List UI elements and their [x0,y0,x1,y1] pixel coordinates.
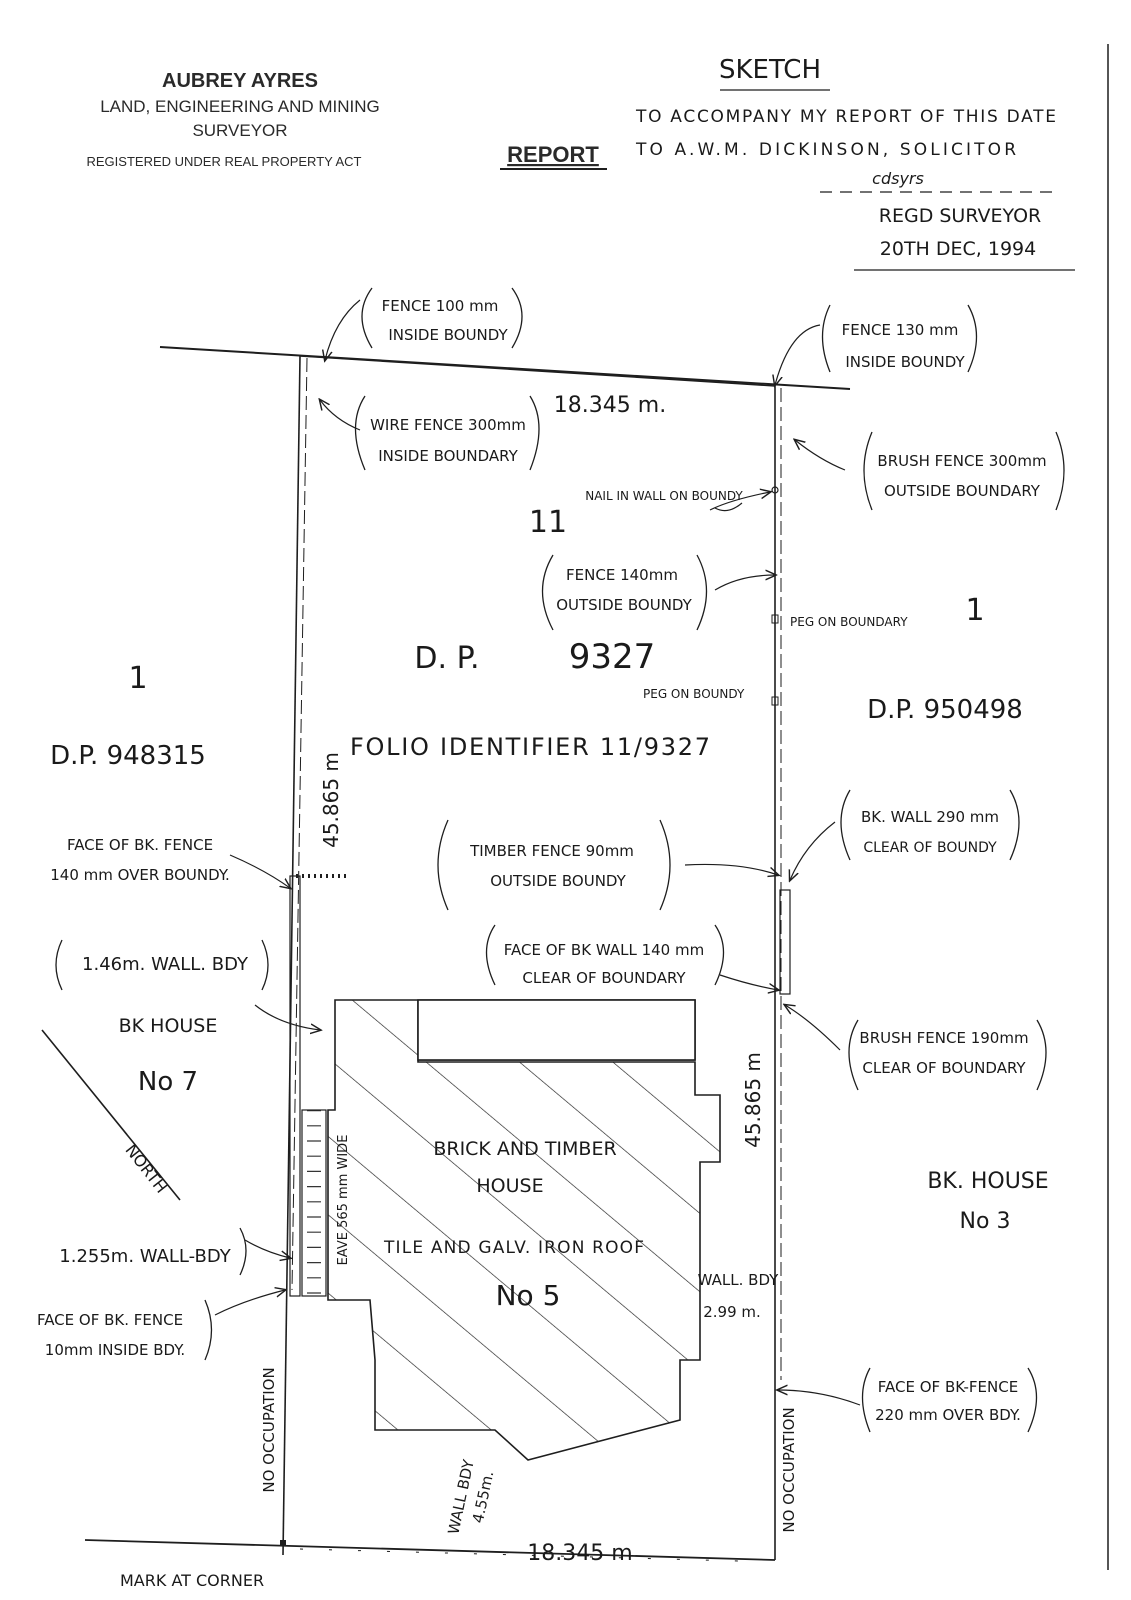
note-wire-fence-l1: WIRE FENCE 300mm [370,416,526,434]
no-occupation-right: NO OCCUPATION [780,1407,798,1532]
left-house-line-2: No 7 [138,1067,198,1097]
leader-arrows [214,299,861,1406]
mark-at-corner: MARK AT CORNER [120,1571,264,1590]
peg-mark-2 [771,696,779,706]
note-wall-1255: 1.255m. WALL-BDY [59,1246,231,1267]
north-line [41,1029,181,1201]
dp-number: 9327 [569,637,656,677]
bottom-dashed [299,1548,741,1562]
house-line-1: BRICK AND TIMBER [433,1138,616,1160]
note-fence-140-l2: OUTSIDE BOUNDY [556,596,692,614]
profession-line-2: SURVEYOR [192,121,287,140]
signer-title: REGD SURVEYOR [879,205,1041,227]
sketch-line-1: TO ACCOMPANY MY REPORT OF THIS DATE [635,107,1056,127]
note-bk-wall-290-l2: CLEAR OF BOUNDY [863,840,997,856]
north-label: NORTH [122,1141,172,1197]
company-name: AUBREY AYRES [162,70,318,92]
house-number: No 5 [496,1279,561,1312]
note-wall-bdy-299-l1: WALL. BDY [698,1271,780,1289]
note-wall-bdy-299-l2: 2.99 m. [703,1303,761,1321]
wall-bdy-bottom-1: WALL BDY [444,1457,478,1536]
left-dp: D.P. 948315 [50,741,206,771]
note-brush-300-l1: BRUSH FENCE 300mm [877,452,1046,470]
note-face-bk-fence-l1: FACE OF BK. FENCE [67,836,213,854]
note-peg-boundy: PEG ON BOUNDY [643,687,745,701]
folio-identifier: FOLIO IDENTIFIER 11/9327 [350,733,710,761]
note-timber-fence-l1: TIMBER FENCE 90mm [469,842,634,860]
profession-line-1: LAND, ENGINEERING AND MINING [100,97,380,116]
note-timber-fence-l2: OUTSIDE BOUNDY [490,872,626,890]
note-wire-fence-l2: INSIDE BOUNDARY [378,447,518,465]
note-face-bk-fence-inside-l2: 10mm INSIDE BDY. [45,1341,185,1359]
right-brick-wall [779,889,791,995]
left-house-line-1: BK HOUSE [119,1015,218,1037]
right-house-line-1: BK. HOUSE [927,1169,1048,1194]
note-fence-140-l1: FENCE 140mm [566,566,678,584]
fence-left [291,357,308,1291]
street-line-top [159,346,851,390]
eave-label: EAVE 565 mm WIDE [336,1135,351,1266]
note-face-bk-fence-inside-l1: FACE OF BK. FENCE [37,1311,183,1329]
note-face-bk-fence-l2: 140 mm OVER BOUNDY. [50,866,230,884]
house-line-2: HOUSE [476,1175,543,1197]
sketch-line-2: TO A.W.M. DICKINSON, SOLICITOR [635,140,1016,160]
registration-line: REGISTERED UNDER REAL PROPERTY ACT [87,154,362,169]
note-face-bk-fence-220-l2: 220 mm OVER BDY. [875,1406,1021,1424]
peg-mark-1 [771,614,779,624]
note-nail: NAIL IN WALL ON BOUNDY [585,489,743,503]
right-house-line-2: No 3 [960,1209,1011,1234]
no-occupation-left: NO OCCUPATION [260,1367,278,1492]
boundary-bottom [84,1539,776,1561]
depth-left: 45.865 m [319,752,343,848]
sketch-date: 20TH DEC, 1994 [880,238,1036,260]
depth-right: 45.865 m [741,1052,765,1148]
note-brush-190-l1: BRUSH FENCE 190mm [859,1029,1028,1047]
frontage-top: 18.345 m. [554,393,666,418]
left-lot: 1 [128,661,147,696]
bubble-arcs [55,287,1065,1433]
corner-mark [280,1540,286,1546]
note-brush-190-l2: CLEAR OF BOUNDARY [862,1059,1026,1077]
dp-label: D. P. [414,641,479,676]
note-wall-146: 1.46m. WALL. BDY [82,954,249,975]
note-fence-100-l1: FENCE 100 mm [382,297,499,315]
report-label: REPORT [507,142,599,167]
note-fence-130-l2: INSIDE BOUNDY [845,353,965,371]
house-footprint [327,999,721,1461]
note-face-bk-wall-l2: CLEAR OF BOUNDARY [522,969,686,987]
house-front-porch [417,999,696,1061]
note-brush-300-l2: OUTSIDE BOUNDARY [884,482,1041,500]
left-brick-fence [289,875,301,1297]
right-dp: D.P. 950498 [867,695,1023,725]
note-face-bk-fence-220-l1: FACE OF BK-FENCE [878,1378,1018,1396]
note-bk-wall-290-l1: BK. WALL 290 mm [861,808,999,826]
lot-number: 11 [529,505,567,540]
signature: cdsyrs [872,169,924,188]
nail-mark [771,486,779,494]
note-fence-100-l2: INSIDE BOUNDY [388,326,508,344]
right-lot: 1 [965,593,984,628]
note-fence-130-l1: FENCE 130 mm [842,321,959,339]
note-face-bk-wall-l1: FACE OF BK WALL 140 mm [504,941,704,959]
sketch-title: SKETCH [719,55,821,85]
boundary-left [282,355,301,1556]
house-roof: TILE AND GALV. IRON ROOF [383,1238,644,1258]
note-peg-boundary: PEG ON BOUNDARY [790,615,908,629]
eave-strip [301,1109,327,1297]
frontage-bottom: 18.345 m [527,1541,632,1566]
boundary-top [299,355,776,387]
